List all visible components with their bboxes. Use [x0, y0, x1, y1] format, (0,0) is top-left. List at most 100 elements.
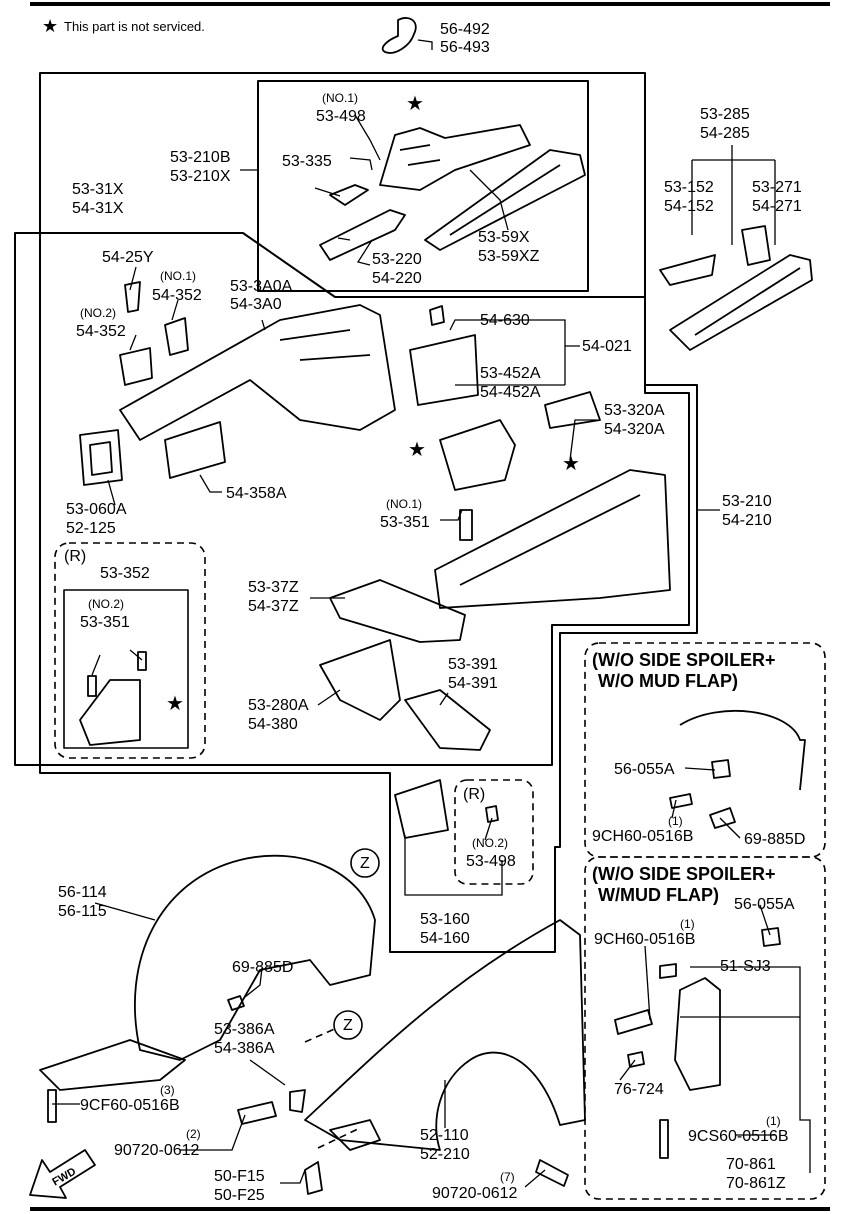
part-53-391	[404, 689, 491, 751]
part-54-630	[429, 305, 445, 326]
part-fender	[304, 919, 586, 1151]
part-54-25y	[124, 281, 141, 313]
r-dashed-box-mid	[454, 779, 534, 885]
star-icon: ★	[166, 693, 184, 715]
box2-title-line2: W/MUD FLAP)	[598, 885, 719, 905]
label-53-452a: 53-452A	[480, 365, 541, 382]
label-no1-a: (NO.1)	[322, 91, 358, 105]
r-dashed-box-left	[54, 542, 206, 759]
label-53-210b: 53-210B	[170, 149, 231, 166]
part-53-37z	[329, 579, 466, 643]
part-54-352-no2	[119, 347, 153, 386]
part-53-335	[329, 184, 369, 206]
label-z-lower: Z	[343, 1017, 353, 1034]
part-9ch60-a	[669, 793, 693, 809]
label-53-31x: 53-31X	[72, 181, 124, 198]
part-53-280a	[319, 639, 401, 721]
dashed-box-mudflap	[584, 856, 826, 1200]
part-53-320a	[544, 391, 601, 429]
part-9ch60-b-bolt	[614, 1009, 653, 1035]
z-circle-lower	[333, 1010, 363, 1040]
star-icon: ★	[406, 93, 424, 115]
label-53-210: 53-210	[722, 493, 772, 510]
label-53-210x: 53-210X	[170, 168, 231, 185]
part-53-160	[394, 779, 449, 839]
label-53-060a: 53-060A	[66, 501, 127, 518]
label-70-861z: 70-861Z	[726, 1175, 786, 1192]
star-icon: ★	[408, 439, 426, 461]
part-53-352	[79, 679, 141, 746]
label-53-352: 53-352	[100, 565, 150, 582]
label-9cs60: 9CS60-0516B	[688, 1128, 789, 1145]
part-53-351-no1	[459, 509, 473, 541]
label-53-59x: 53-59X	[478, 229, 530, 246]
label-53-498-a: 53-498	[316, 108, 366, 125]
part-54-3a0	[119, 304, 396, 441]
label-52-125: 52-125	[66, 520, 116, 537]
label-54-391: 54-391	[448, 675, 498, 692]
label-69-885d-b: 69-885D	[744, 831, 806, 848]
box-53-352	[63, 589, 189, 749]
part-53-152	[659, 254, 716, 286]
label-53-280a: 53-280A	[248, 697, 309, 714]
part-54-358a	[164, 421, 226, 479]
label-52-210: 52-210	[420, 1146, 470, 1163]
label-50-f25: 50-F25	[214, 1187, 265, 1204]
label-no2-a: (NO.2)	[80, 306, 116, 320]
label-qty-1-a: (1)	[668, 814, 683, 828]
label-54-160: 54-160	[420, 930, 470, 947]
part-56-055a-a	[711, 759, 731, 779]
label-53-37z: 53-37Z	[248, 579, 299, 596]
label-qty-1-b: (1)	[680, 917, 695, 931]
part-76-724	[627, 1051, 645, 1068]
label-90720-a: 90720-0612	[114, 1142, 200, 1159]
part-wheel-arch-a	[679, 709, 806, 791]
label-53-220: 53-220	[372, 251, 422, 268]
part-53-498-r	[485, 805, 499, 823]
note-text: This part is not serviced.	[64, 19, 205, 34]
label-no2-b: (NO.2)	[88, 597, 124, 611]
label-76-724: 76-724	[614, 1081, 664, 1098]
label-54-152: 54-152	[664, 198, 714, 215]
label-53-285: 53-285	[700, 106, 750, 123]
part-53-060a	[79, 429, 123, 486]
box1-title-line2: W/O MUD FLAP)	[598, 671, 738, 691]
z-circle-upper	[350, 848, 380, 878]
label-53-498-b: 53-498	[466, 853, 516, 870]
label-53-386a: 53-386A	[214, 1021, 275, 1038]
top-rule	[30, 2, 830, 6]
box1-title-line1: (W/O SIDE SPOILER+	[592, 650, 776, 670]
bottom-rule	[30, 1207, 830, 1211]
label-56-492: 56-492	[440, 21, 490, 38]
label-54-352-b: 54-352	[76, 323, 126, 340]
part-54-452a	[409, 334, 479, 406]
label-r-a: (R)	[64, 548, 87, 565]
part-90720-b	[535, 1159, 569, 1187]
label-52-110: 52-110	[420, 1127, 469, 1144]
label-56-115: 56-115	[58, 903, 107, 920]
label-56-055a-b: 56-055A	[734, 896, 795, 913]
label-qty-2: (2)	[186, 1127, 201, 1141]
part-fwd-arrow	[29, 1149, 96, 1199]
part-liner-skirt	[39, 1039, 186, 1091]
part-53-351-no2	[87, 651, 147, 697]
label-69-885d-a: 69-885D	[232, 959, 294, 976]
label-54-630: 54-630	[480, 312, 530, 329]
label-56-055a-a: 56-055A	[614, 761, 675, 778]
label-54-320a: 54-320A	[604, 421, 665, 438]
label-54-210: 54-210	[722, 512, 772, 529]
label-54-386a: 54-386A	[214, 1040, 275, 1057]
label-9ch60-b: 9CH60-0516B	[594, 931, 696, 948]
star-icon: ★	[42, 16, 59, 36]
part-9cs60	[659, 1119, 669, 1159]
label-53-152: 53-152	[664, 179, 714, 196]
main-frame	[39, 72, 698, 953]
part-9cf60	[47, 1089, 57, 1123]
label-54-3a0: 54-3A0	[230, 296, 282, 313]
part-54-352-no1	[164, 317, 189, 356]
label-53-59xz: 53-59XZ	[478, 248, 540, 265]
inner-frame	[14, 232, 690, 766]
top-inner-box	[257, 80, 589, 292]
